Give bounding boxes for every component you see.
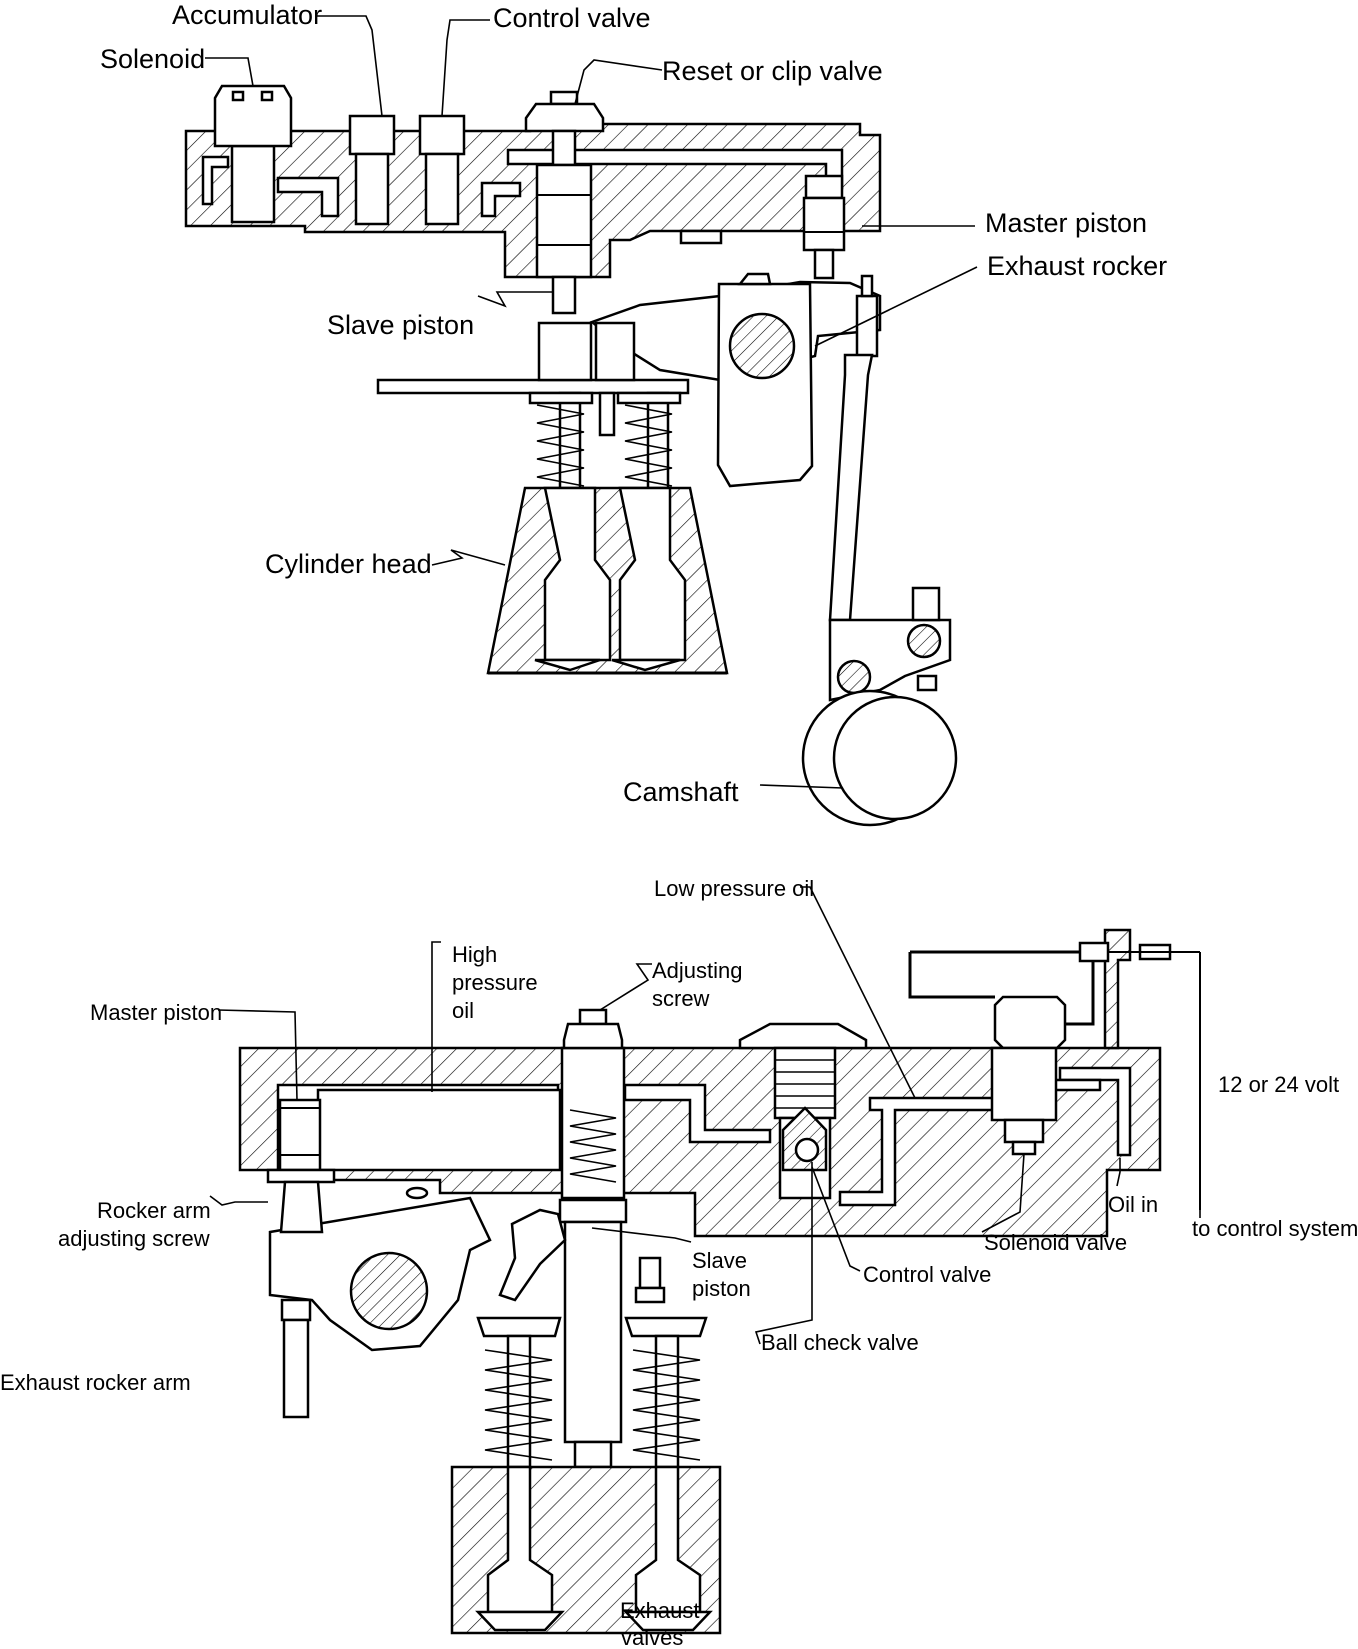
label-exhaust-valves-1: Exhaust — [620, 1598, 700, 1623]
label-oil-in: Oil in — [1108, 1192, 1158, 1217]
bottom-leader-lines — [209, 886, 1201, 1345]
label-exhaust-valves-2: valves — [621, 1625, 683, 1649]
label-rocker-arm-adjusting-screw-1: Rocker arm — [97, 1198, 211, 1223]
label-master-piston: Master piston — [985, 208, 1147, 238]
bottom-control-valve — [738, 1022, 868, 1200]
top-exhaust-rocker — [589, 272, 882, 488]
top-valve-bridge — [376, 321, 690, 437]
label-control-valve: Control valve — [863, 1262, 991, 1287]
label-slave-piston: Slave piston — [327, 310, 474, 340]
bottom-adjusting-screw — [562, 1008, 624, 1050]
bottom-wiring — [908, 928, 1201, 1210]
label-solenoid-valve: Solenoid valve — [984, 1230, 1127, 1255]
label-cylinder-head: Cylinder head — [265, 549, 432, 579]
label-solenoid: Solenoid — [100, 44, 205, 74]
label-high-pressure-oil-2: pressure — [452, 970, 538, 995]
label-exhaust-rocker: Exhaust rocker — [987, 251, 1167, 281]
top-push-rod — [828, 353, 874, 622]
label-control-valve: Control valve — [493, 3, 651, 33]
label-ball-check-valve: Ball check valve — [761, 1330, 919, 1355]
label-slave-piston-1: Slave — [692, 1248, 747, 1273]
label-low-pressure-oil: Low pressure oil — [654, 876, 814, 901]
label-high-pressure-oil-1: High — [452, 942, 497, 967]
label-camshaft: Camshaft — [623, 777, 739, 807]
bottom-slave-piston — [558, 1046, 628, 1469]
top-diagram: Accumulator Control valve Solenoid Reset… — [100, 0, 1167, 827]
label-exhaust-rocker-arm: Exhaust rocker arm — [0, 1370, 191, 1395]
label-adjusting-screw-1: Adjusting — [652, 958, 743, 983]
label-master-piston: Master piston — [90, 1000, 222, 1025]
top-camshaft — [801, 689, 958, 827]
label-accumulator: Accumulator — [172, 0, 322, 30]
bottom-labels: Low pressure oil High pressure oil Adjus… — [0, 876, 1358, 1649]
top-cam-follower — [828, 586, 952, 702]
top-master-piston — [679, 174, 846, 280]
label-to-control-system: to control system — [1192, 1216, 1358, 1241]
label-high-pressure-oil-3: oil — [452, 998, 474, 1023]
label-adjusting-screw-2: screw — [652, 986, 710, 1011]
bottom-cylinder-head — [450, 1465, 722, 1635]
label-reset-or-clip-valve: Reset or clip valve — [662, 56, 883, 86]
bottom-bridge — [498, 1208, 666, 1304]
bottom-solenoid-valve — [990, 995, 1067, 1156]
top-slave-piston — [535, 163, 593, 315]
top-labels: Accumulator Control valve Solenoid Reset… — [100, 0, 1167, 807]
label-voltage: 12 or 24 volt — [1218, 1072, 1339, 1097]
top-solenoid — [213, 84, 293, 224]
bottom-rocker-arm — [268, 1180, 492, 1419]
top-leader-lines — [205, 15, 978, 789]
bottom-master-piston — [266, 1098, 336, 1184]
top-accumulator — [348, 114, 396, 226]
label-slave-piston-2: piston — [692, 1276, 751, 1301]
label-rocker-arm-adjusting-screw-2: adjusting screw — [58, 1226, 210, 1251]
top-cylinder-head — [486, 486, 729, 675]
bottom-diagram: Low pressure oil High pressure oil Adjus… — [0, 876, 1358, 1649]
top-control-valve — [418, 114, 466, 226]
bottom-housing — [238, 1046, 1162, 1238]
